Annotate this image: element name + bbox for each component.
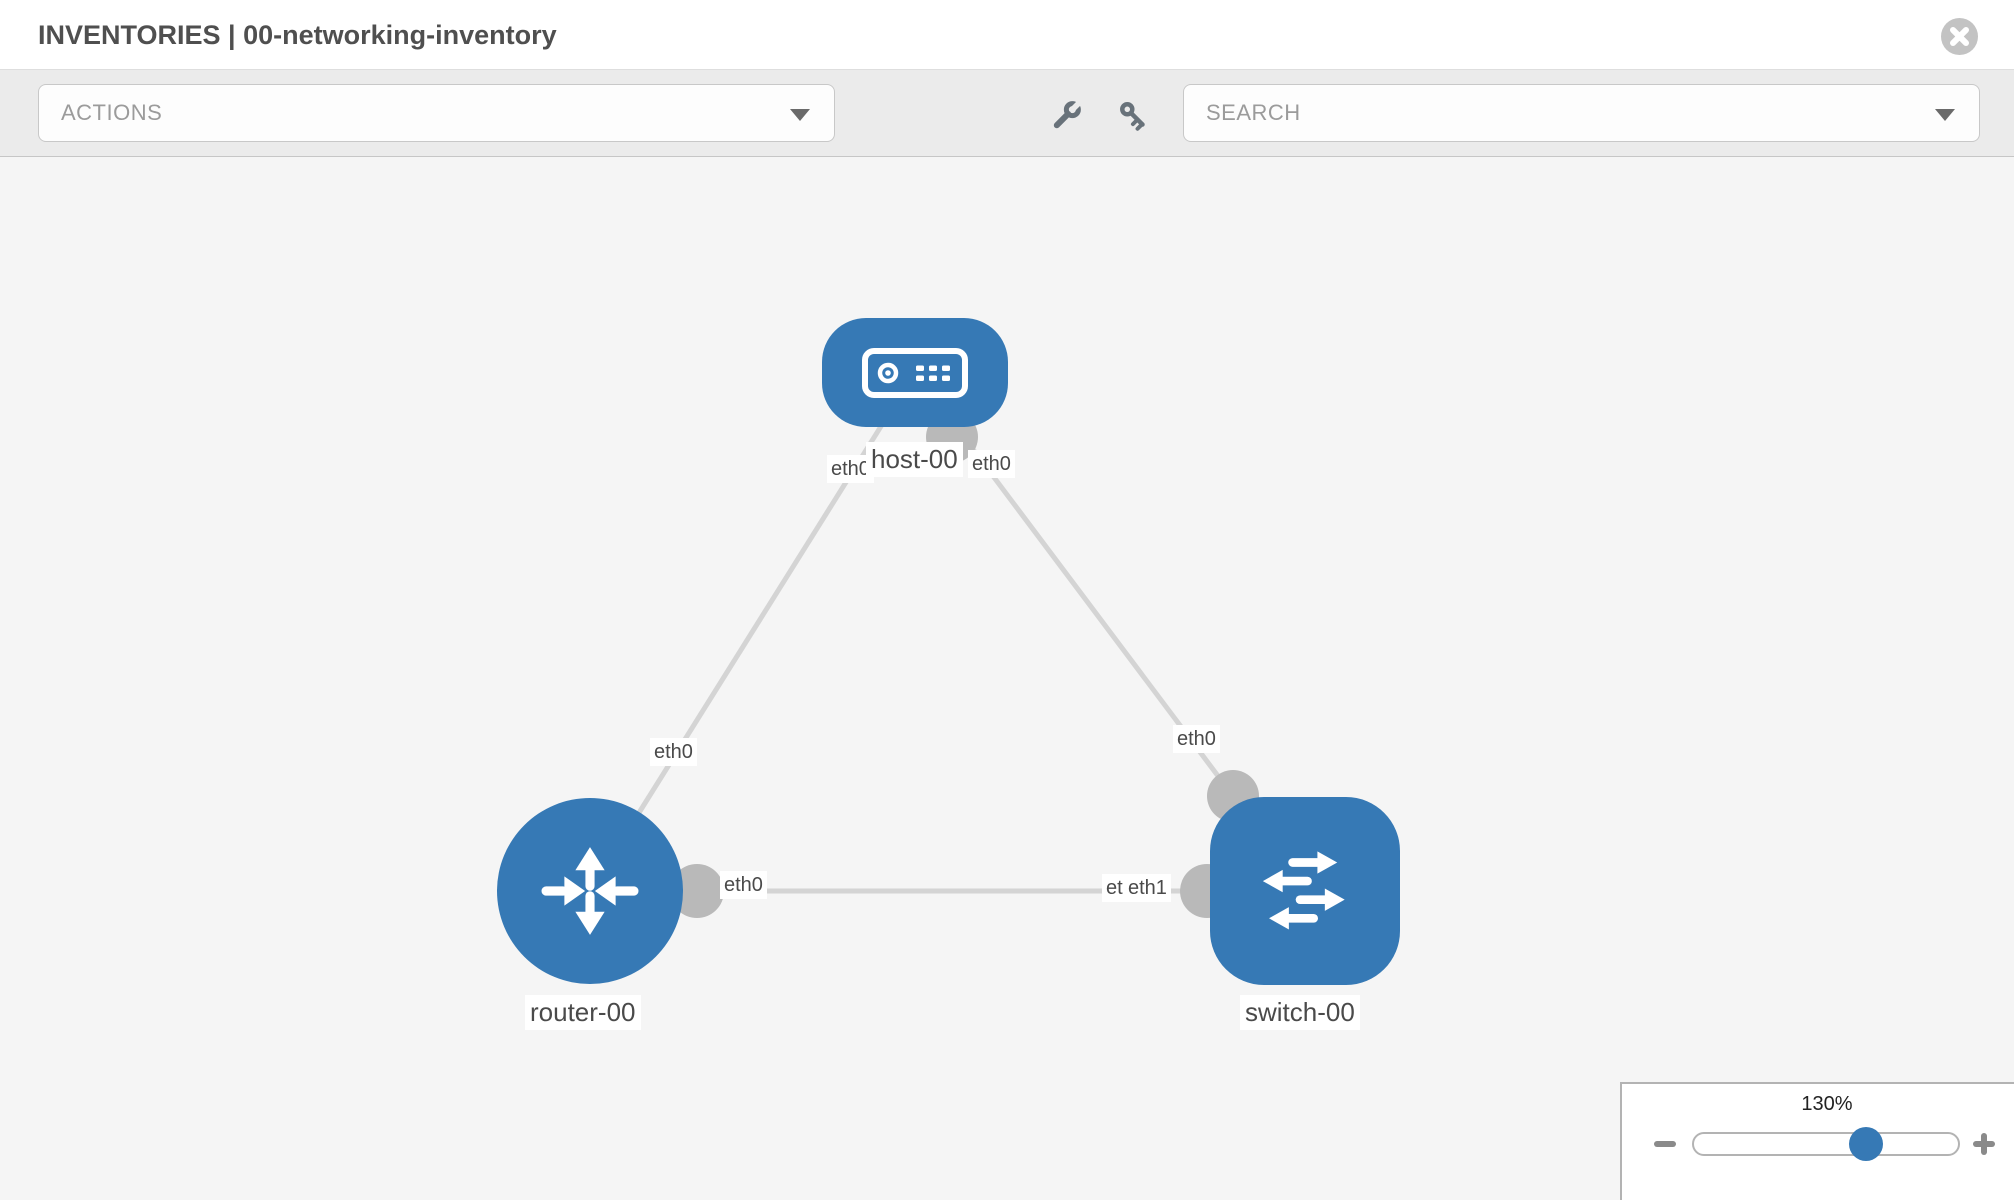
zoom-panel: 130% xyxy=(1620,1082,2014,1200)
search-dropdown[interactable]: SEARCH xyxy=(1183,84,1980,142)
wrench-button[interactable] xyxy=(1048,98,1084,134)
topology-canvas[interactable]: eth0 eth0 eth0 eth0 eth0 eth0 eth1 host-… xyxy=(0,157,2014,1200)
interface-label-switch-top: eth0 xyxy=(1173,725,1220,753)
router-icon xyxy=(541,847,639,935)
host-icon xyxy=(862,347,968,398)
close-button[interactable] xyxy=(1941,18,1978,55)
interface-label-switch-left-front: eth1 xyxy=(1124,874,1171,902)
actions-dropdown[interactable]: ACTIONS xyxy=(38,84,835,142)
interface-label-router-top: eth0 xyxy=(650,738,697,766)
switch-icon xyxy=(1262,851,1345,930)
close-icon xyxy=(1950,27,1969,46)
wrench-icon xyxy=(1053,101,1081,129)
node-label-router-00: router-00 xyxy=(525,995,641,1030)
page-title: INVENTORIES | 00-networking-inventory xyxy=(38,20,557,50)
breadcrumb-header: INVENTORIES | 00-networking-inventory xyxy=(0,0,2014,70)
key-icon xyxy=(1120,102,1145,131)
toolbar: ACTIONS SEARCH xyxy=(0,70,2014,157)
node-router-00[interactable] xyxy=(497,798,683,984)
chevron-down-icon xyxy=(1935,109,1955,121)
zoom-slider-thumb[interactable] xyxy=(1849,1127,1883,1161)
node-label-switch-00: switch-00 xyxy=(1240,995,1360,1030)
node-switch-00[interactable] xyxy=(1210,797,1400,985)
key-button[interactable] xyxy=(1116,98,1152,134)
node-label-host-00: host-00 xyxy=(866,442,963,477)
zoom-in-button[interactable] xyxy=(1973,1133,1995,1155)
zoom-slider-track[interactable] xyxy=(1692,1132,1960,1156)
zoom-out-button[interactable] xyxy=(1654,1141,1676,1147)
actions-dropdown-value: ACTIONS xyxy=(61,100,163,125)
zoom-level-value: 130% xyxy=(1801,1093,1853,1115)
node-host-00[interactable] xyxy=(822,318,1008,427)
chevron-down-icon xyxy=(790,109,810,121)
search-dropdown-value: SEARCH xyxy=(1206,100,1301,125)
interface-label-router-right: eth0 xyxy=(720,871,767,899)
topology-links xyxy=(587,370,1305,894)
interface-label-host-right: eth0 xyxy=(968,450,1015,478)
